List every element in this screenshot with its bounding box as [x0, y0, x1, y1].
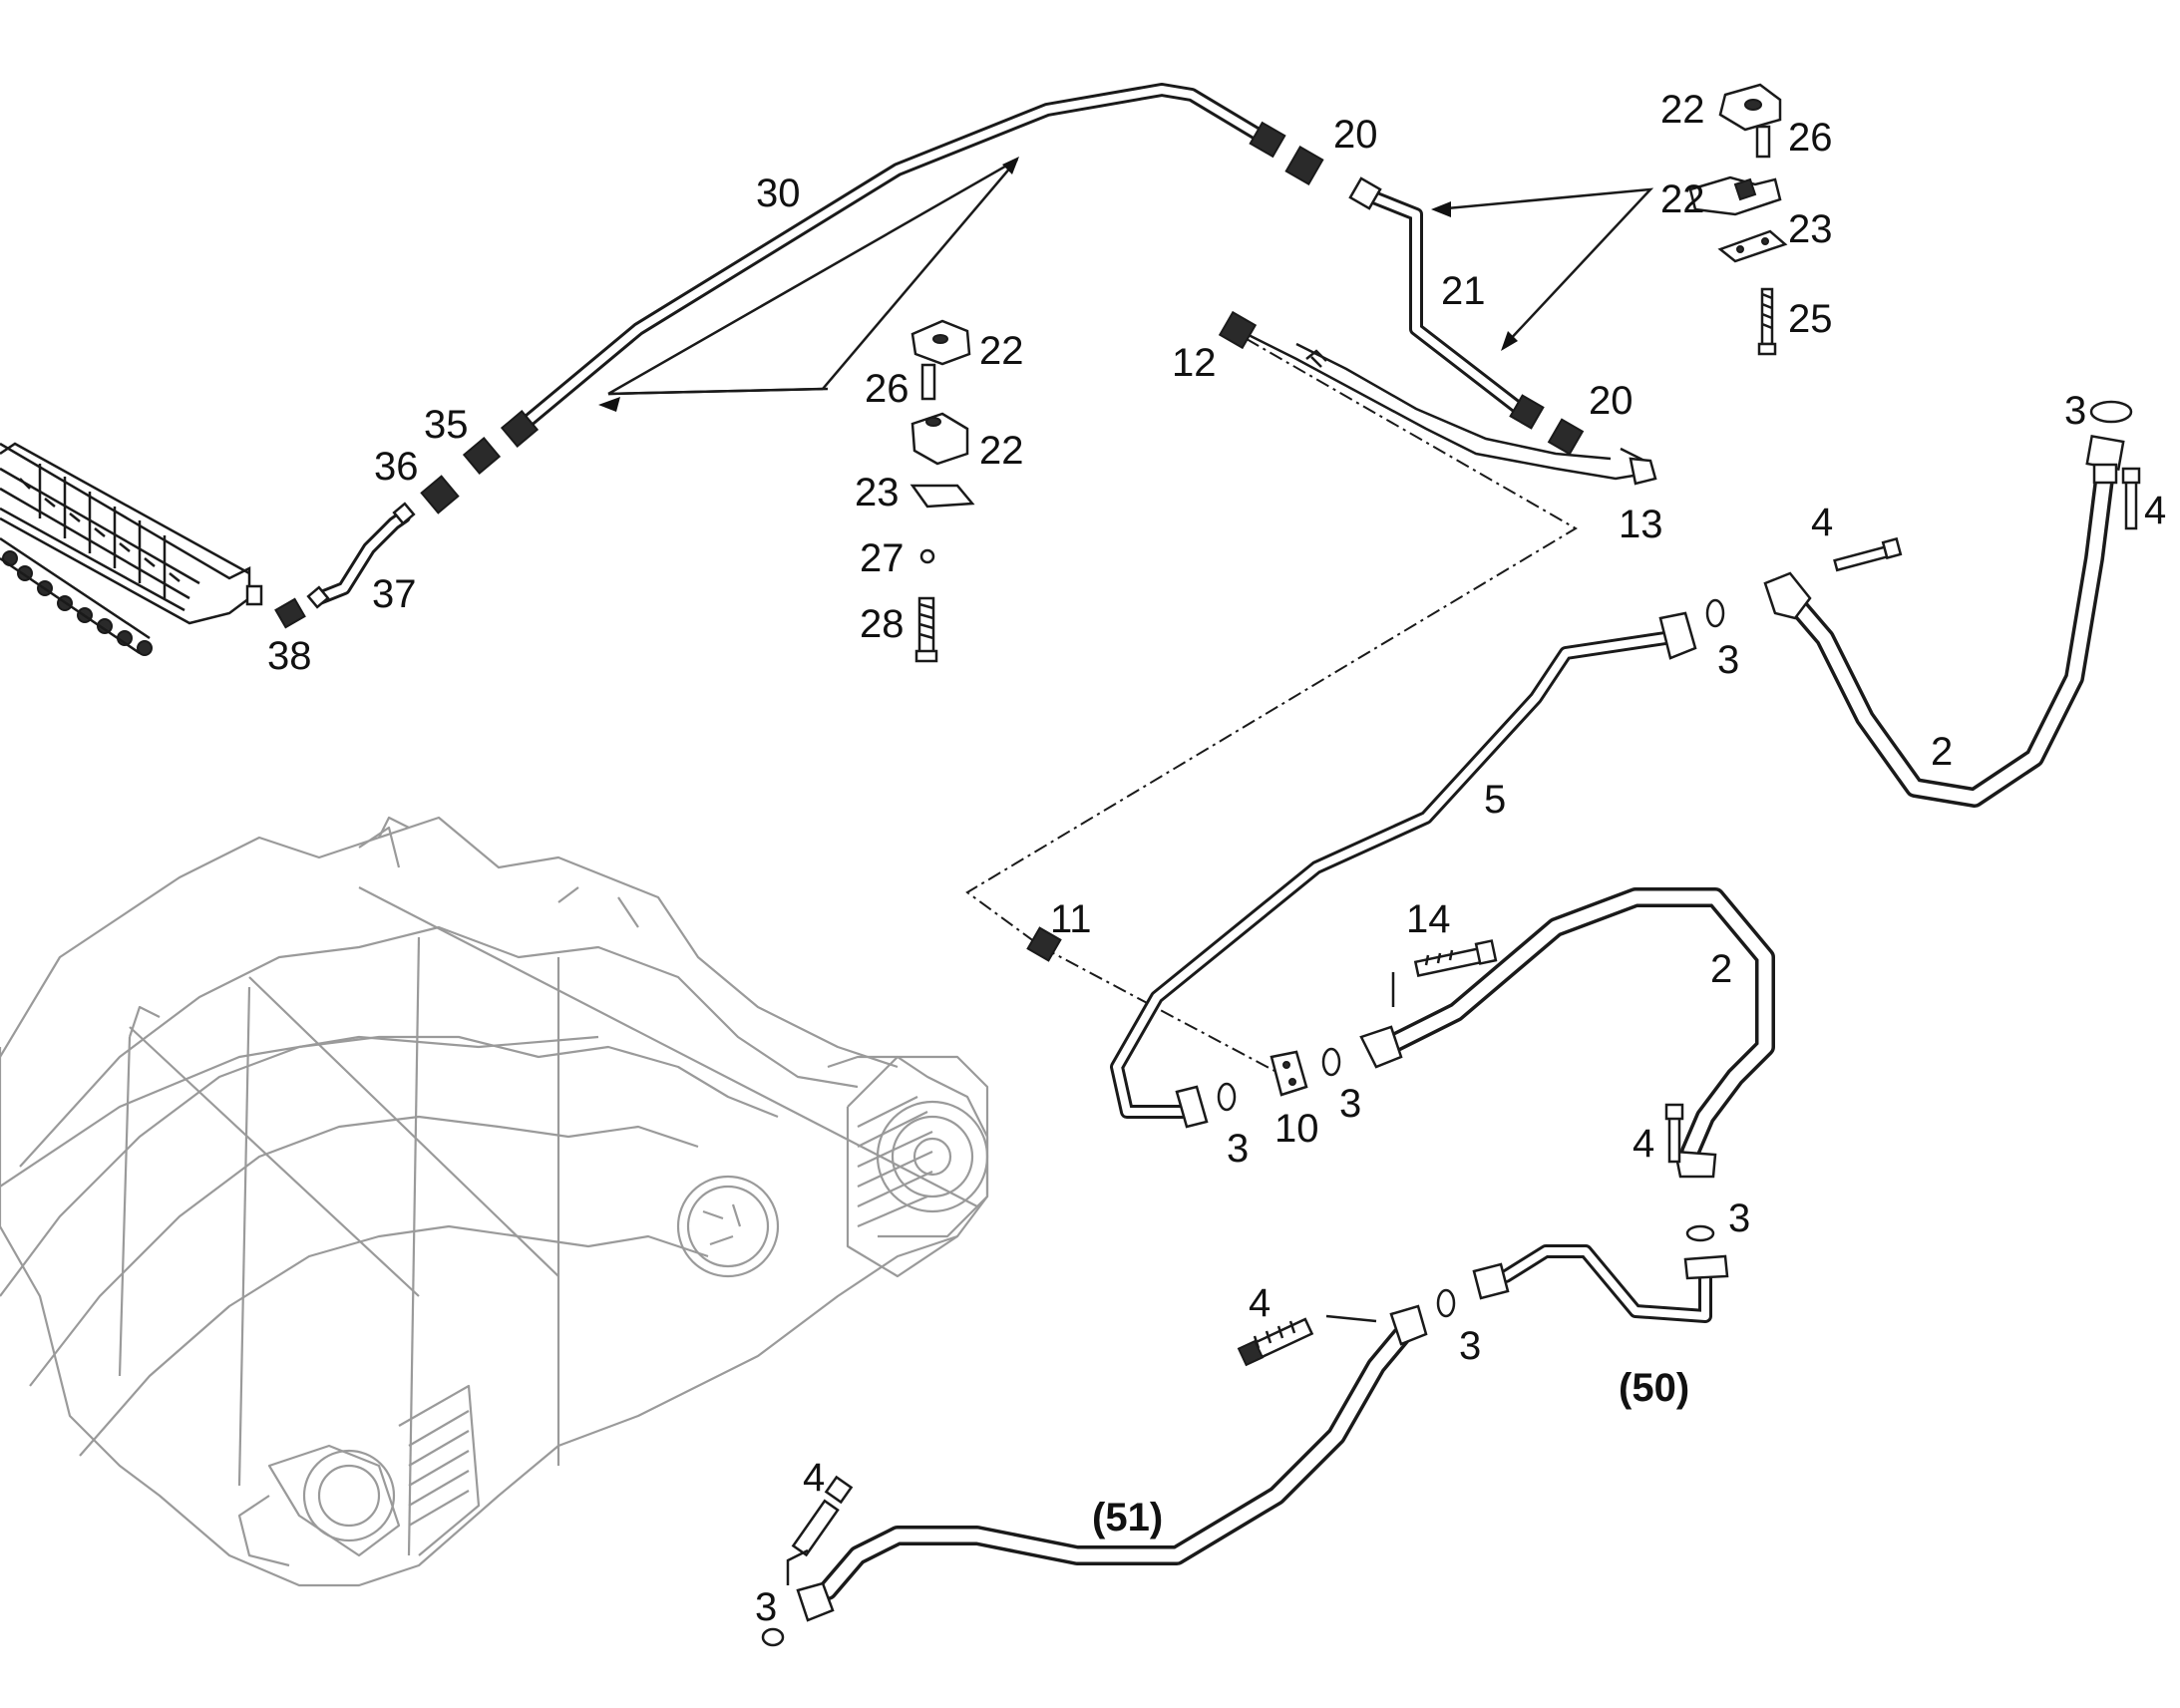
fitting-20-upper — [1284, 146, 1324, 185]
hose-51 — [796, 1304, 1428, 1622]
callout-3: 3 — [1459, 1324, 1481, 1368]
callout-37: 37 — [372, 572, 417, 616]
flange-10 — [1270, 1050, 1308, 1097]
clamp-set-center — [909, 319, 975, 663]
pipe-37 — [306, 502, 416, 609]
callout-4: 4 — [2144, 489, 2166, 532]
fitting-20-lower — [1547, 418, 1585, 456]
callout-25: 25 — [1788, 297, 1833, 341]
callout-4: 4 — [1249, 1281, 1271, 1325]
callout-3: 3 — [1717, 638, 1739, 682]
pointer-lines-21 — [1431, 187, 1654, 351]
valve-spools — [2, 550, 153, 656]
bolt-4-hose51-upper — [1237, 1314, 1377, 1367]
tube-50 — [1472, 1244, 1729, 1323]
callout-27: 27 — [860, 536, 905, 580]
fitting-36 — [420, 475, 460, 514]
boom-structure — [0, 816, 989, 1587]
callout-4: 4 — [1811, 501, 1833, 544]
bolt-4-middle — [1664, 1103, 1684, 1164]
bolt-4-upper — [1833, 536, 1903, 572]
hose-2-middle — [1359, 887, 1775, 1179]
fitting-11 — [1026, 926, 1062, 962]
o-rings — [761, 400, 2133, 1647]
callout-35: 35 — [424, 403, 469, 447]
callout-2: 2 — [1931, 730, 1953, 774]
callout-3: 3 — [2064, 389, 2086, 433]
callout-13: 13 — [1619, 503, 1663, 546]
callout-4: 4 — [1633, 1122, 1654, 1166]
callout-50: (50) — [1619, 1366, 1689, 1410]
callout-20-upper: 20 — [1333, 113, 1378, 157]
callout-22: 22 — [1660, 88, 1705, 132]
hose-2-upper — [1763, 434, 2125, 808]
plug-38 — [274, 597, 306, 629]
bolt-4-hose51-lower — [786, 1475, 854, 1585]
assembly-line-11-10 — [1041, 946, 1277, 1073]
callout-28: 28 — [860, 602, 905, 646]
callout-30: 30 — [756, 171, 801, 215]
callout-23: 23 — [855, 471, 900, 514]
clamp-set-upper-right — [1688, 83, 1788, 356]
callout-3: 3 — [1728, 1196, 1750, 1240]
bolt-4-right — [2121, 467, 2141, 530]
callout-12: 12 — [1172, 341, 1217, 385]
control-valve-block — [0, 442, 263, 656]
assembly-line-12-11 — [965, 338, 1578, 948]
tube-13 — [1218, 310, 1657, 486]
callout-21: 21 — [1441, 269, 1486, 313]
nut-30-lower — [500, 410, 540, 448]
pipe-5 — [1110, 611, 1697, 1129]
callout-4: 4 — [803, 1456, 825, 1500]
bolt-14 — [1391, 939, 1498, 1007]
fitting-35 — [462, 437, 502, 475]
callout-26: 26 — [865, 367, 909, 411]
callout-22: 22 — [1660, 177, 1705, 221]
pointer-lines-30 — [598, 157, 1019, 412]
pipe-21 — [1348, 176, 1545, 430]
callout-5: 5 — [1484, 778, 1506, 822]
callout-23: 23 — [1788, 207, 1833, 251]
nut-30-upper — [1249, 121, 1286, 159]
callout-14: 14 — [1406, 897, 1451, 941]
callout-51: (51) — [1092, 1496, 1163, 1539]
callout-2: 2 — [1710, 947, 1732, 991]
callout-38: 38 — [267, 634, 312, 678]
callout-22: 22 — [979, 429, 1024, 473]
callout-10: 10 — [1274, 1107, 1319, 1151]
callout-11: 11 — [1050, 897, 1092, 941]
callout-labels: 30 20 22 26 22 23 25 21 22 26 22 23 27 2… — [267, 88, 2166, 1629]
callout-3: 3 — [755, 1585, 777, 1629]
callout-20-lower: 20 — [1589, 379, 1634, 423]
callout-36: 36 — [374, 445, 419, 489]
callout-22: 22 — [979, 329, 1024, 373]
callout-26: 26 — [1788, 116, 1833, 160]
callout-3: 3 — [1227, 1127, 1249, 1171]
callout-3: 3 — [1339, 1082, 1361, 1126]
pipe-30 — [500, 83, 1286, 448]
